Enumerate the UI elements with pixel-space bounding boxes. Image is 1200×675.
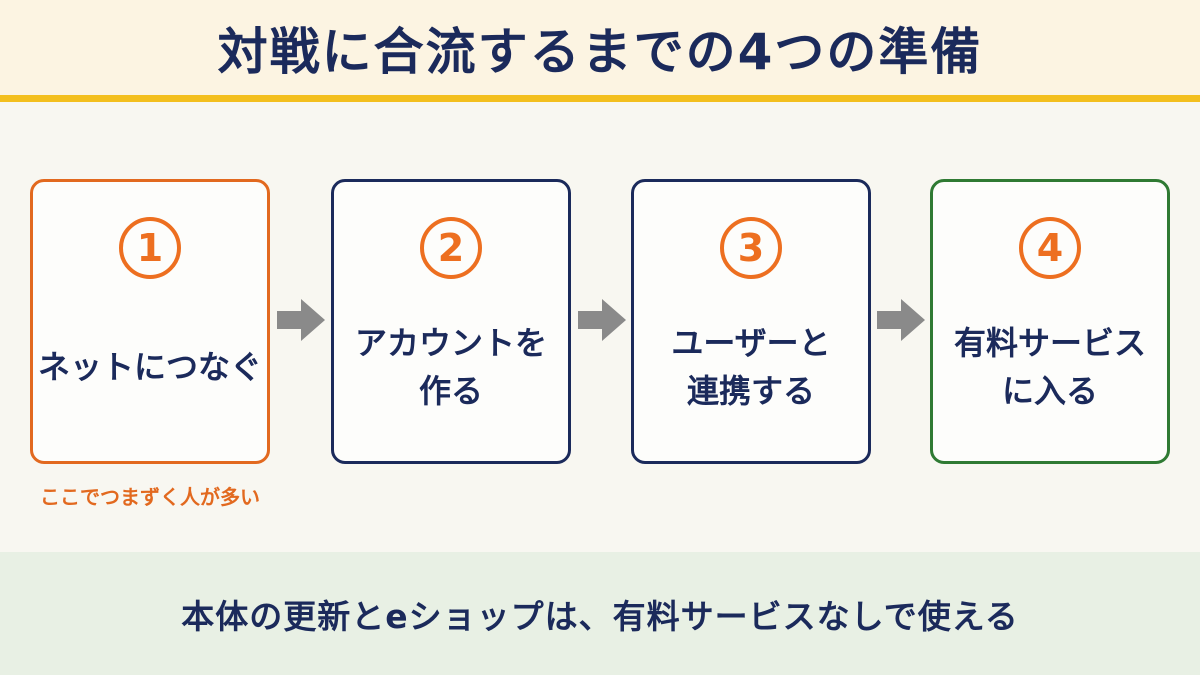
- step-number-2: 2: [420, 217, 482, 279]
- page-title: 対戦に合流するまでの4つの準備: [217, 22, 983, 81]
- step-label-2-line1: アカウントを: [354, 324, 547, 362]
- step-label-3-line2: 連携する: [686, 372, 815, 410]
- arrow-right-icon: [578, 299, 626, 341]
- step-label-2-line2: 作る: [418, 372, 483, 410]
- footer-banner: 本体の更新とeショップは、有料サービスなしで使える: [0, 552, 1200, 675]
- header-banner: 対戦に合流するまでの4つの準備: [0, 0, 1200, 102]
- step-label-1-line1: ネットにつなぐ: [37, 348, 262, 386]
- step-card-1: 1 ネットにつなぐ: [30, 179, 270, 464]
- step-label-3-line1: ユーザーと: [671, 324, 831, 362]
- arrow-right-icon: [277, 299, 325, 341]
- step-card-3: 3 ユーザーと 連携する: [631, 179, 871, 464]
- step-label-4-line1: 有料サービス: [953, 324, 1146, 362]
- step-label-4-line2: に入る: [1001, 372, 1098, 410]
- step-card-2: 2 アカウントを 作る: [331, 179, 571, 464]
- step-label-2: アカウントを 作る: [334, 312, 568, 422]
- arrow-right-icon: [877, 299, 925, 341]
- step-card-4: 4 有料サービス に入る: [930, 179, 1170, 464]
- step-number-1: 1: [119, 217, 181, 279]
- step-1-note: ここでつまずく人が多い: [40, 485, 260, 509]
- step-number-4: 4: [1019, 217, 1081, 279]
- footer-note: 本体の更新とeショップは、有料サービスなしで使える: [181, 596, 1019, 636]
- step-number-3: 3: [720, 217, 782, 279]
- step-label-1: ネットにつなぐ: [33, 312, 267, 422]
- step-label-4: 有料サービス に入る: [933, 312, 1167, 422]
- step-label-3: ユーザーと 連携する: [634, 312, 868, 422]
